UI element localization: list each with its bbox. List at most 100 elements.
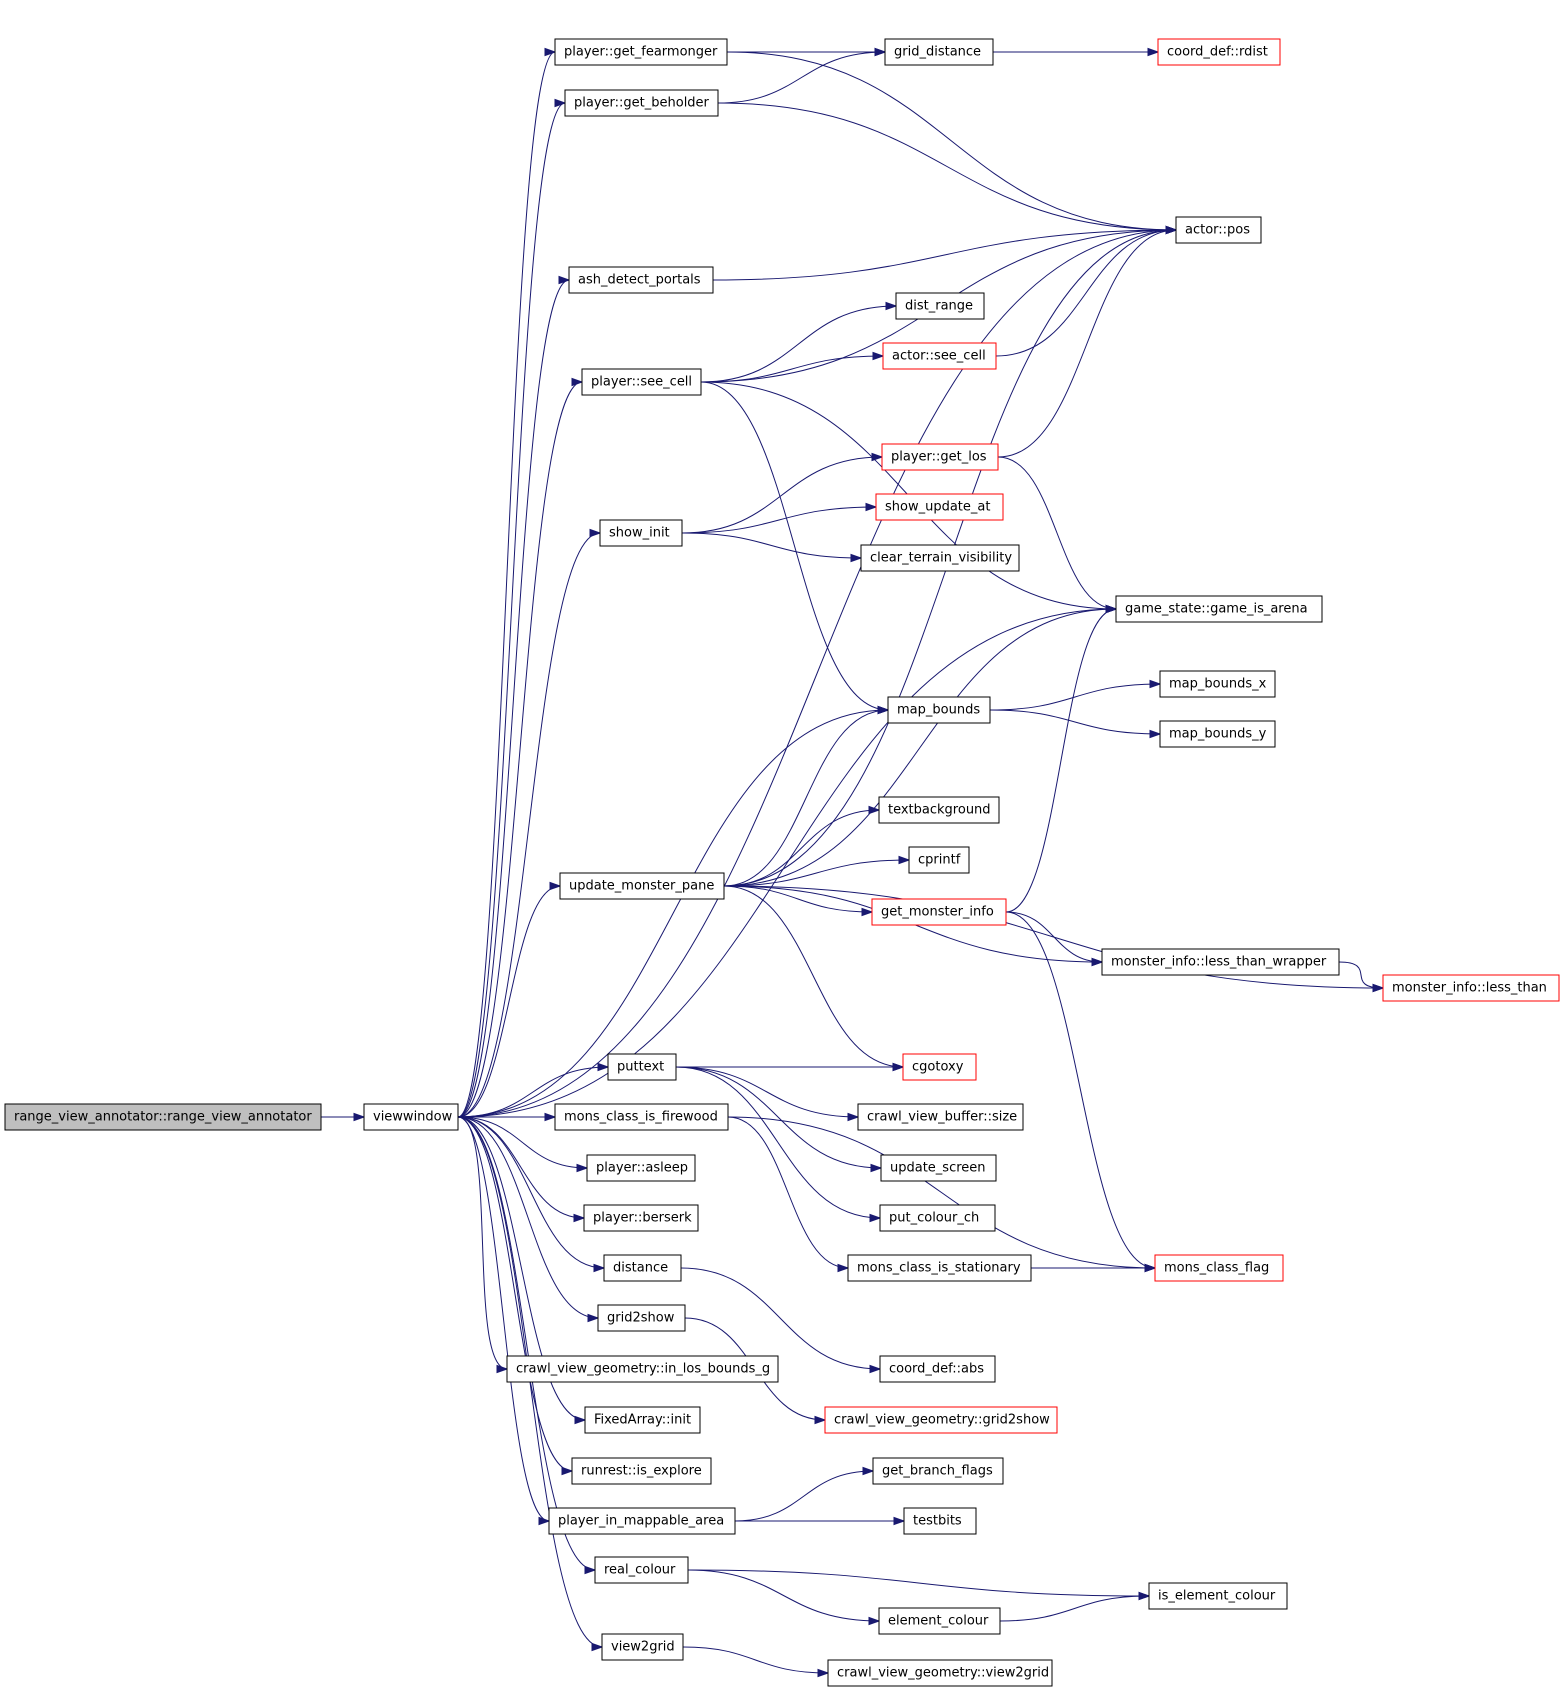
node-box	[583, 1204, 699, 1232]
node-game-is-arena[interactable]: game_state::game_is_arena	[1115, 595, 1323, 623]
node-actor-see-cell[interactable]: actor::see_cell	[882, 342, 997, 370]
node-get-branch-flags[interactable]: get_branch_flags	[872, 1457, 1004, 1485]
node-root[interactable]: range_view_annotator::range_view_annotat…	[4, 1103, 322, 1131]
edge-viewwindow-to-fixedarray_init	[457, 1116, 587, 1425]
edge-get_monster_info-to-game_is_arena	[1005, 604, 1118, 913]
node-testbits[interactable]: testbits	[903, 1507, 977, 1535]
node-get-monster-info[interactable]: get_monster_info	[871, 898, 1007, 926]
node-get-fearmonger[interactable]: player::get_fearmonger	[554, 38, 728, 66]
node-viewwindow[interactable]: viewwindow	[363, 1103, 459, 1131]
node-grid-distance[interactable]: grid_distance	[884, 38, 994, 66]
node-label: map_bounds_x	[1169, 677, 1267, 692]
node-label: clear_terrain_visibility	[870, 551, 1012, 566]
node-box	[4, 1103, 322, 1131]
node-box	[847, 1254, 1032, 1282]
node-puttext[interactable]: puttext	[607, 1053, 677, 1081]
edge-viewwindow-to-show_init	[457, 528, 602, 1118]
node-label: update_screen	[890, 1161, 986, 1176]
node-cgotoxy[interactable]: cgotoxy	[902, 1053, 977, 1081]
node-in-los-bounds-g[interactable]: crawl_view_geometry::in_los_bounds_g	[506, 1355, 779, 1383]
edge-get_monster_info-to-less_than_wrapper	[1005, 911, 1104, 967]
node-real-colour[interactable]: real_colour	[594, 1556, 689, 1584]
node-player-berserk[interactable]: player::berserk	[583, 1204, 699, 1232]
node-label: put_colour_ch	[889, 1211, 979, 1226]
node-cvg-grid2show[interactable]: crawl_view_geometry::grid2show	[824, 1406, 1058, 1434]
node-mons-class-is-stationary[interactable]: mons_class_is_stationary	[847, 1254, 1032, 1282]
node-label: coord_def::abs	[889, 1362, 984, 1377]
node-ash-detect-portals[interactable]: ash_detect_portals	[568, 266, 714, 294]
node-actor-pos[interactable]: actor::pos	[1175, 216, 1262, 244]
node-coord-def-abs[interactable]: coord_def::abs	[879, 1355, 996, 1383]
edge-viewwindow-to-get_fearmonger	[457, 47, 557, 1118]
node-player-in-mappable-area[interactable]: player_in_mappable_area	[548, 1507, 736, 1535]
node-box	[603, 1254, 682, 1282]
node-show-init[interactable]: show_init	[599, 519, 683, 547]
edge-viewwindow-to-puttext	[457, 1062, 610, 1118]
node-label: get_branch_flags	[882, 1464, 993, 1479]
node-box	[872, 1457, 1004, 1485]
node-textbackground[interactable]: textbackground	[878, 796, 1000, 824]
node-rdist[interactable]: coord_def::rdist	[1157, 38, 1281, 66]
edge-viewwindow-to-update_monster_pane	[457, 881, 562, 1118]
node-clear-terrain-visibility[interactable]: clear_terrain_visibility	[860, 544, 1020, 572]
node-show-update-at[interactable]: show_update_at	[875, 493, 1004, 521]
node-box	[554, 1103, 729, 1131]
node-view2grid[interactable]: view2grid	[601, 1633, 684, 1661]
node-box	[1382, 974, 1560, 1002]
edge-real_colour-to-element_colour	[687, 1569, 881, 1626]
edge-viewwindow-to-is_explore	[457, 1116, 574, 1476]
node-get-beholder[interactable]: player::get_beholder	[564, 89, 719, 117]
edge-get_beholder-to-grid_distance	[717, 47, 887, 104]
node-box	[506, 1355, 779, 1383]
node-update-screen[interactable]: update_screen	[880, 1154, 997, 1182]
node-label: monster_info::less_than_wrapper	[1111, 955, 1327, 970]
node-less-than[interactable]: monster_info::less_than	[1382, 974, 1560, 1002]
node-box	[879, 1355, 996, 1383]
node-player-asleep[interactable]: player::asleep	[586, 1154, 696, 1182]
node-label: player::get_los	[891, 450, 987, 465]
node-map-bounds[interactable]: map_bounds	[887, 696, 991, 724]
node-label: actor::pos	[1185, 223, 1250, 238]
node-mons-class-flag[interactable]: mons_class_flag	[1154, 1254, 1284, 1282]
node-distance[interactable]: distance	[603, 1254, 682, 1282]
node-map-bounds-y[interactable]: map_bounds_y	[1159, 720, 1276, 748]
node-put-colour-ch[interactable]: put_colour_ch	[879, 1204, 996, 1232]
node-label: puttext	[617, 1060, 664, 1075]
node-label: textbackground	[888, 803, 991, 818]
node-map-bounds-x[interactable]: map_bounds_x	[1159, 670, 1276, 698]
edge-view2grid-to-cvg_view2grid	[682, 1646, 830, 1678]
node-player-get-los[interactable]: player::get_los	[881, 443, 999, 471]
edge-update_monster_pane-to-get_monster_info	[723, 885, 874, 917]
node-box	[568, 266, 714, 294]
node-box	[884, 38, 994, 66]
node-box	[1154, 1254, 1284, 1282]
node-box	[879, 1204, 996, 1232]
node-grid2show[interactable]: grid2show	[597, 1304, 686, 1332]
edge-show_init-to-clear_terrain_visibility	[681, 532, 863, 563]
edge-viewwindow-to-get_beholder	[457, 98, 567, 1118]
node-box	[597, 1304, 686, 1332]
node-element-colour[interactable]: element_colour	[878, 1607, 1001, 1635]
edge-viewwindow-to-view2grid	[457, 1116, 604, 1652]
node-update-monster-pane[interactable]: update_monster_pane	[559, 872, 725, 900]
node-label: player::berserk	[593, 1211, 692, 1226]
edge-player_see_cell-to-dist_range	[700, 301, 898, 383]
node-cvg-view2grid[interactable]: crawl_view_geometry::view2grid	[827, 1659, 1053, 1687]
node-box	[824, 1406, 1058, 1434]
node-box	[599, 519, 683, 547]
node-mons-class-is-firewood[interactable]: mons_class_is_firewood	[554, 1103, 729, 1131]
node-box	[554, 38, 728, 66]
node-crawl-view-buffer-size[interactable]: crawl_view_buffer::size	[857, 1103, 1024, 1131]
node-fixedarray-init[interactable]: FixedArray::init	[584, 1406, 701, 1434]
node-player-see-cell[interactable]: player::see_cell	[581, 368, 702, 396]
node-cprintf[interactable]: cprintf	[908, 846, 970, 874]
node-is-explore[interactable]: runrest::is_explore	[571, 1457, 712, 1485]
edge-viewwindow-to-grid2show	[457, 1116, 600, 1323]
node-is-element-colour[interactable]: is_element_colour	[1148, 1582, 1288, 1610]
node-box	[1175, 216, 1262, 244]
node-less-than-wrapper[interactable]: monster_info::less_than_wrapper	[1101, 948, 1340, 976]
edge-less_than_wrapper-to-less_than	[1338, 961, 1385, 993]
node-dist-range[interactable]: dist_range	[895, 292, 985, 320]
node-box	[887, 696, 991, 724]
